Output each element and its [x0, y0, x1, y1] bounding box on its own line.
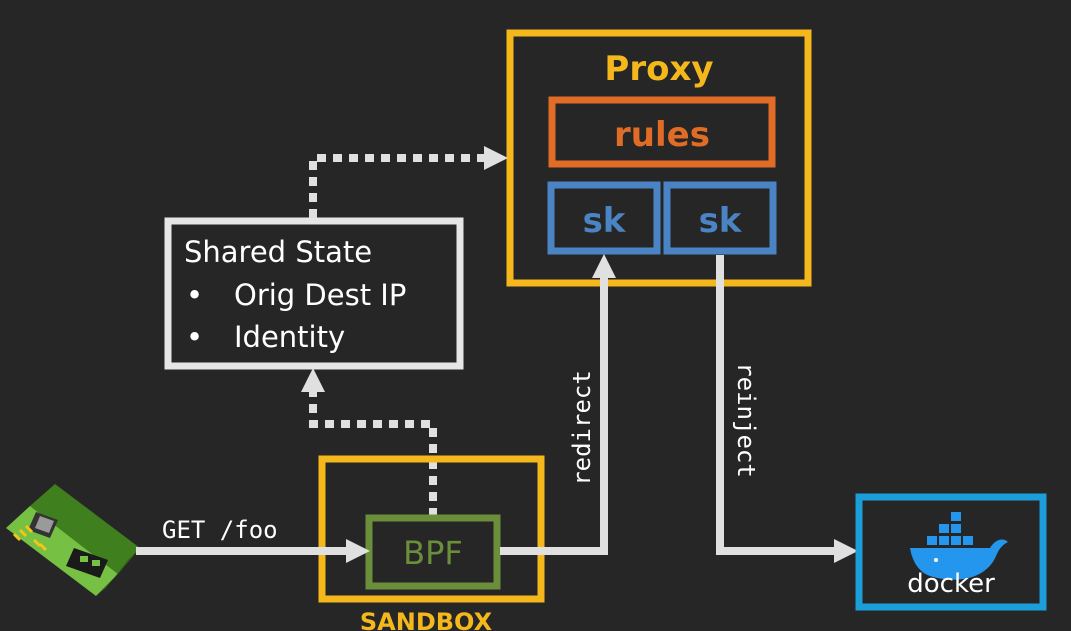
- arrowhead-nic-to-bpf: [346, 539, 370, 563]
- reinject-label: reinject: [732, 362, 760, 478]
- shared-state-box: Shared State • Orig Dest IP • Identity: [164, 217, 464, 370]
- socket-right-box: [663, 181, 777, 255]
- socket-left-label: sk: [583, 201, 627, 241]
- rules-box: [548, 96, 776, 168]
- arrow-reinject: [716, 255, 838, 555]
- socket-right-label: sk: [699, 201, 743, 241]
- sandbox-box: SANDBOX BPF: [318, 455, 545, 631]
- dotted-arrow-shared-to-proxy: [309, 154, 498, 218]
- proxy-title: Proxy: [604, 49, 713, 89]
- rules-label: rules: [614, 115, 710, 155]
- proxy-border: [506, 29, 812, 287]
- request-label: GET /foo: [162, 516, 278, 544]
- proxy-box: Proxy rules sk sk: [506, 29, 812, 287]
- shared-state-title: Shared State: [184, 235, 372, 269]
- redirect-label: redirect: [568, 370, 596, 486]
- arrowhead-shared-to-proxy: [484, 146, 508, 170]
- shared-state-item-orig-dest-ip: Orig Dest IP: [234, 278, 406, 312]
- arrow-redirect: [500, 275, 608, 555]
- socket-left-box: [547, 181, 661, 255]
- dotted-arrow-bpf-to-shared: [309, 388, 437, 517]
- arrowhead-reinject: [834, 539, 858, 563]
- bpf-box: [365, 514, 501, 590]
- network-card-icon: [6, 484, 140, 596]
- shared-state-item-identity: Identity: [234, 320, 345, 354]
- sandbox-border: [318, 455, 545, 603]
- shared-state-border: [164, 217, 464, 370]
- docker-whale-icon: [910, 512, 1008, 580]
- bullet-1: •: [186, 278, 203, 312]
- arrowhead-redirect: [592, 254, 616, 278]
- docker-border: [855, 493, 1047, 611]
- docker-box: docker: [855, 493, 1047, 611]
- docker-label: docker: [907, 569, 995, 599]
- arrowhead-bpf-to-shared: [301, 368, 325, 392]
- bpf-label: BPF: [403, 534, 463, 572]
- bullet-2: •: [186, 320, 203, 354]
- sandbox-label: SANDBOX: [360, 608, 493, 631]
